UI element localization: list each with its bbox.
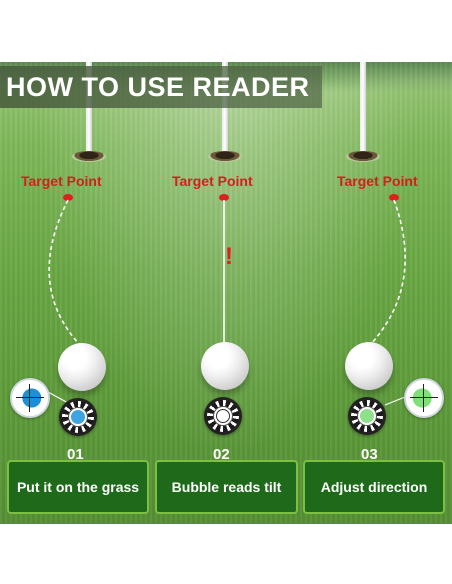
golf-ball <box>201 342 249 390</box>
step-3-box: Adjust direction <box>303 460 445 514</box>
golf-hole <box>346 151 380 162</box>
golf-hole <box>208 151 242 162</box>
target-point-dot <box>63 194 73 201</box>
flag-pole <box>86 62 92 154</box>
page-title: HOW TO USE READER <box>6 72 310 102</box>
ball-marker-chip <box>204 397 242 435</box>
step-1-box: Put it on the grass <box>7 460 149 514</box>
step-number: 03 <box>361 446 378 463</box>
golf-hole <box>72 151 106 162</box>
ball-marker-chip <box>59 398 97 436</box>
target-point-label: Target Point <box>337 173 418 189</box>
title-banner <box>0 66 322 108</box>
ball-marker-chip <box>348 397 386 435</box>
target-point-dot <box>389 194 399 201</box>
curved-path-right <box>369 199 406 346</box>
bubble-level-zoom-left <box>10 378 50 418</box>
flag-pole <box>360 62 366 154</box>
target-point-label: Target Point <box>21 173 102 189</box>
golf-ball <box>345 342 393 390</box>
bubble-level-zoom-right <box>404 378 444 418</box>
curved-path-left <box>48 199 81 346</box>
step-number: 01 <box>67 446 84 463</box>
flag-pole <box>222 62 228 154</box>
target-point-label: Target Point <box>172 173 253 189</box>
step-number: 02 <box>213 446 230 463</box>
step-2-box: Bubble reads tilt <box>155 460 298 514</box>
target-point-dot <box>219 194 229 201</box>
golf-ball <box>58 343 106 391</box>
warning-icon: ! <box>225 243 233 270</box>
